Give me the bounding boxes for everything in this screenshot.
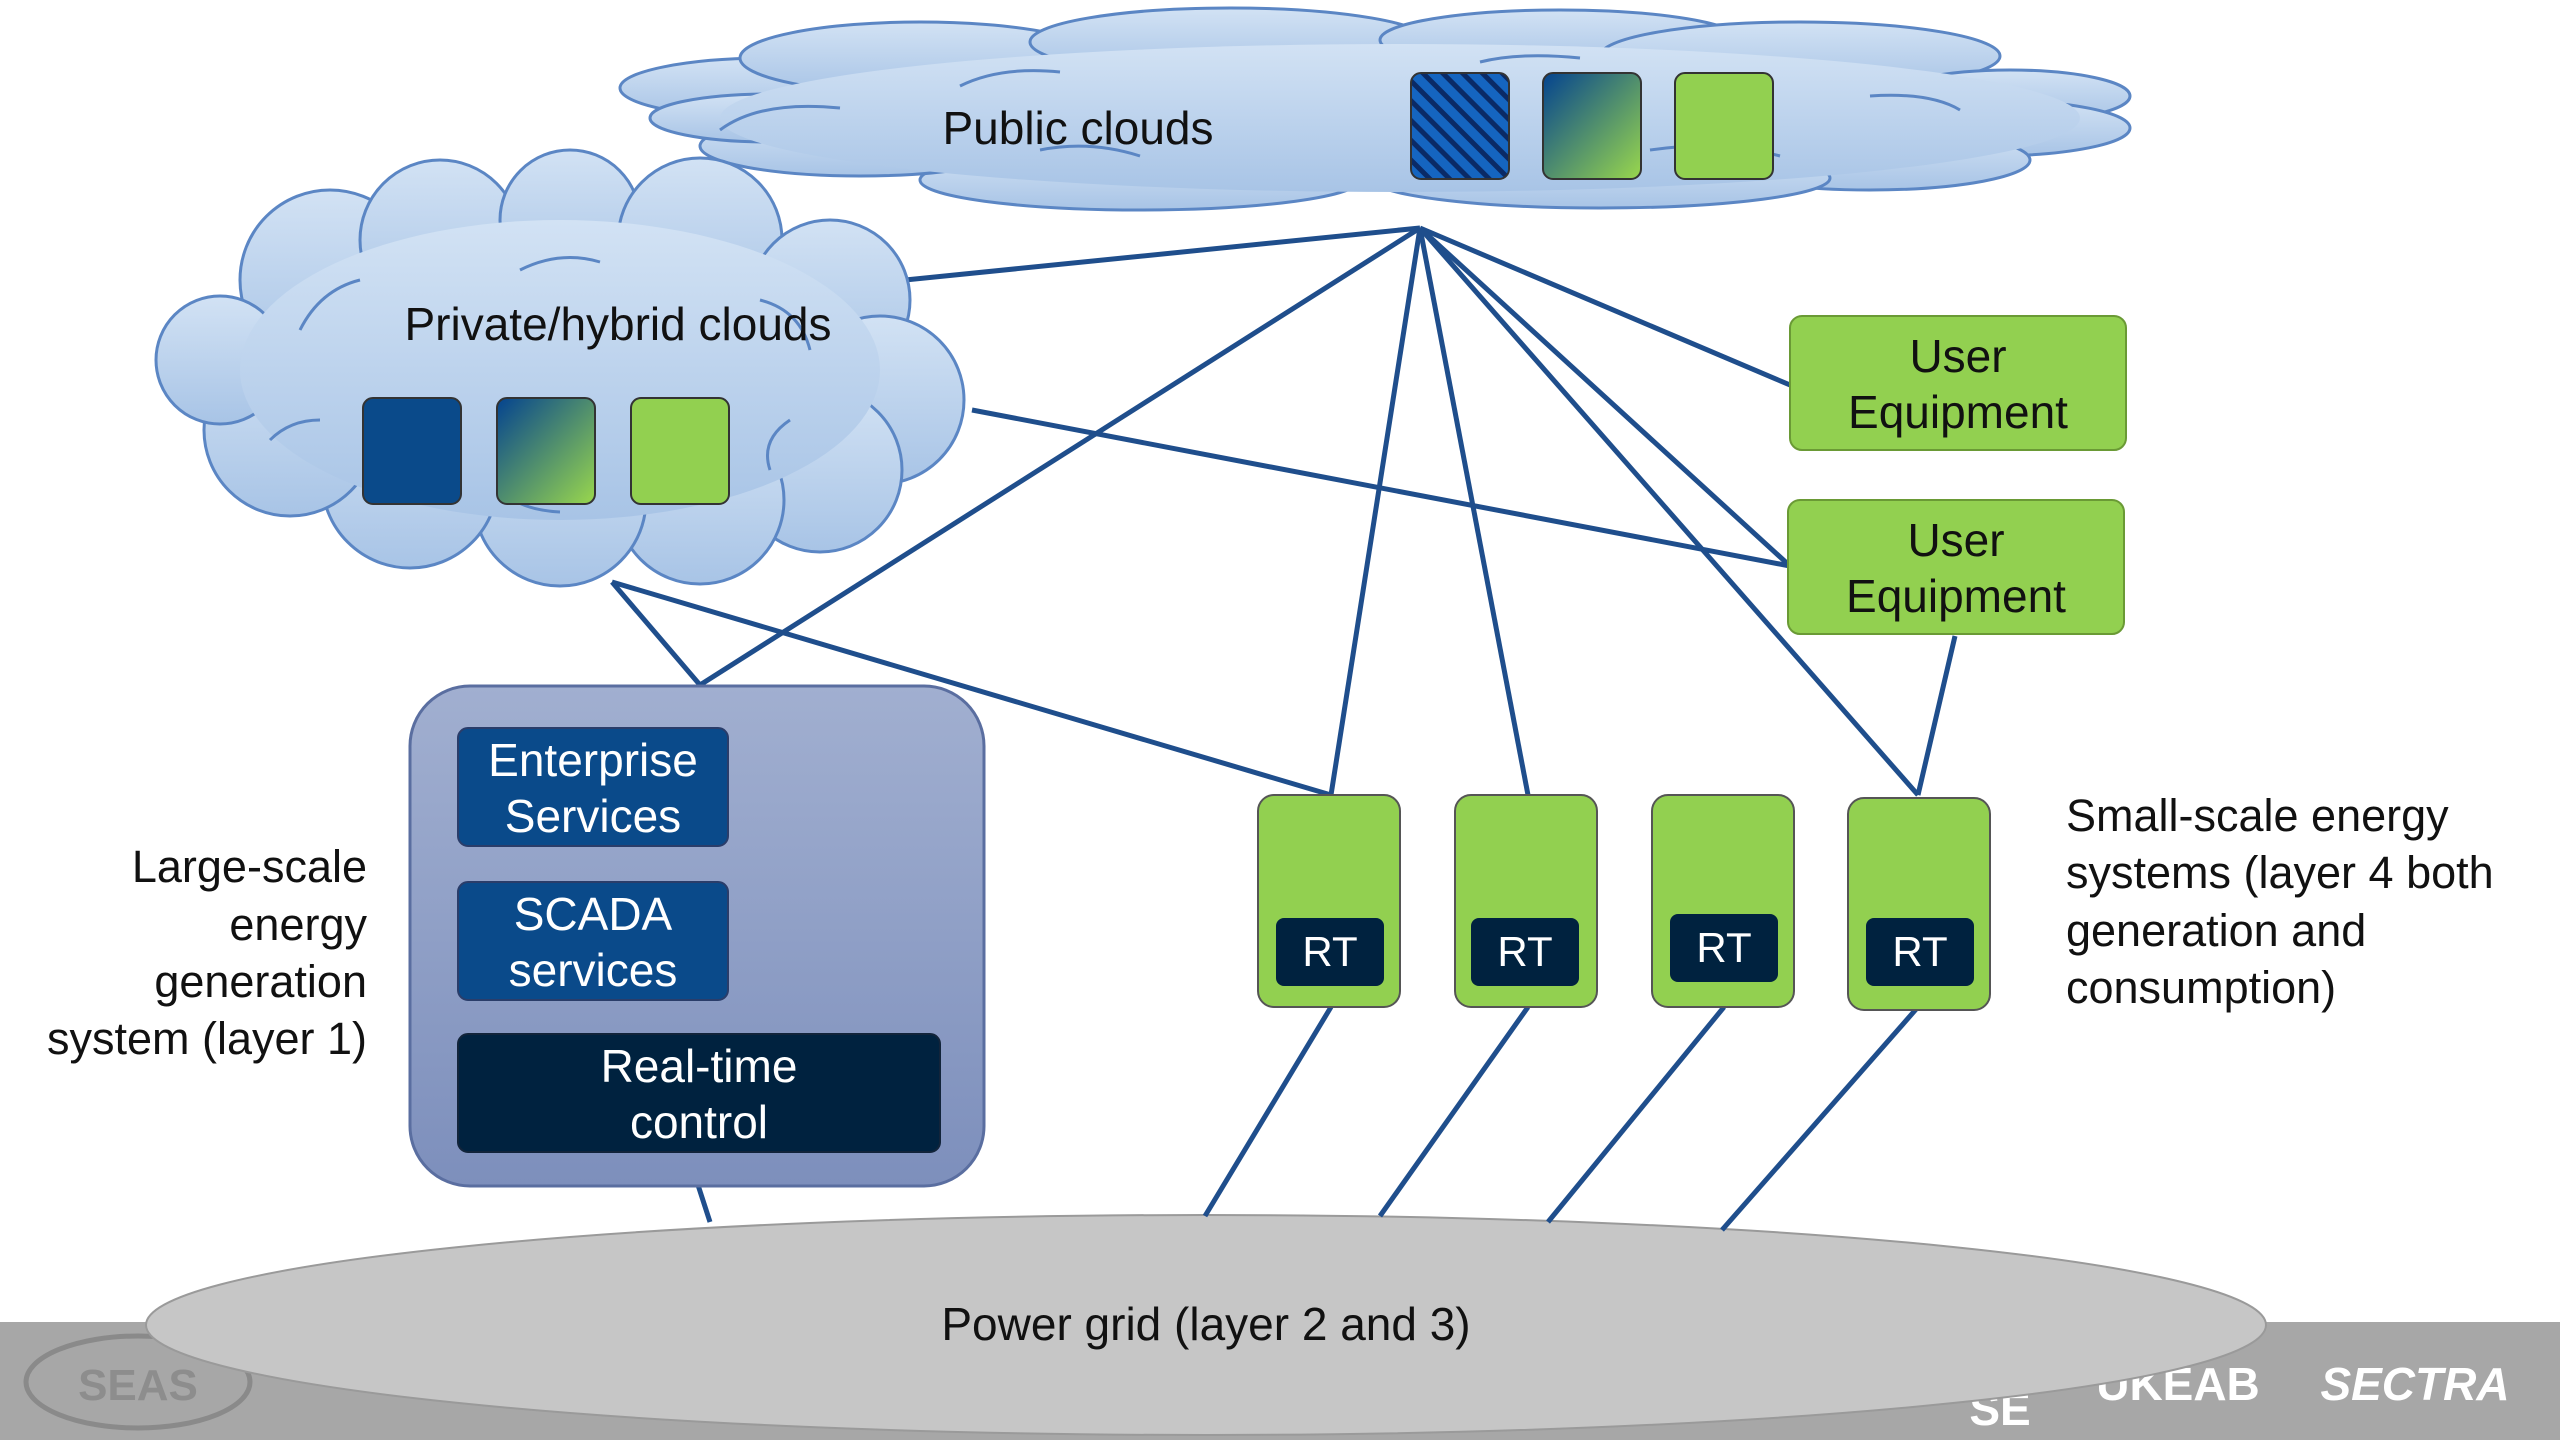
link-public-ue1 <box>1419 225 1791 388</box>
link-public-ue2 <box>1418 226 1792 568</box>
link-rt2-grid <box>1377 1005 1531 1218</box>
rt-unit-3: RT <box>1651 794 1795 1008</box>
realtime-line2: control <box>630 1096 768 1148</box>
realtime-line1: Real-time <box>601 1040 798 1092</box>
rt2-label: RT <box>1497 928 1552 975</box>
rt-unit-4: RT <box>1847 797 1991 1011</box>
private-service-mixed <box>496 397 596 505</box>
ue1-line2: Equipment <box>1848 386 2068 438</box>
small-caption-line2: systems (layer 4 both <box>2066 847 2494 898</box>
link-rt1-grid <box>1202 1005 1334 1218</box>
link-rt4-grid <box>1720 1005 1920 1232</box>
public-cloud: Public clouds <box>618 6 2132 212</box>
large-system-caption: Large-scale energy generation system (la… <box>47 841 368 1064</box>
public-service-green <box>1674 72 1774 180</box>
small-caption-line3: generation and <box>2066 905 2366 956</box>
private-service-green <box>630 397 730 505</box>
private-service-navy <box>362 397 462 505</box>
large-caption-line2: energy <box>229 899 367 950</box>
scada-line2: services <box>509 944 678 996</box>
link-public-private <box>884 225 1421 285</box>
public-cloud-label: Public clouds <box>942 102 1213 154</box>
rt-unit-1: RT <box>1257 794 1401 1008</box>
private-cloud-label: Private/hybrid clouds <box>405 298 832 350</box>
enterprise-services-box <box>457 727 729 847</box>
small-caption-line4: consumption) <box>2066 962 2336 1013</box>
realtime-control-box <box>457 1033 941 1153</box>
power-grid-label: Power grid (layer 2 and 3) <box>941 1298 1470 1350</box>
scada-line1: SCADA <box>514 888 673 940</box>
rt3-label: RT <box>1696 924 1751 971</box>
rt4-label: RT <box>1892 928 1947 975</box>
large-caption-line3: generation <box>154 956 367 1007</box>
link-public-rt4 <box>1418 226 1920 797</box>
public-service-hatched <box>1410 72 1510 180</box>
scada-services-box <box>457 881 729 1001</box>
public-service-mixed <box>1542 72 1642 180</box>
user-equipment-1: User Equipment <box>1789 315 2127 451</box>
rt-unit-2: RT <box>1454 794 1598 1008</box>
enterprise-line2: Services <box>505 790 681 842</box>
footer-logo-sectra: SECTRA <box>2320 1358 2509 1410</box>
private-cloud: Private/hybrid clouds <box>154 148 966 588</box>
link-private-ue2 <box>971 407 1791 569</box>
small-caption-line1: Small-scale energy <box>2066 790 2449 841</box>
rt1-label: RT <box>1302 928 1357 975</box>
user-equipment-2: User Equipment <box>1787 499 2125 635</box>
link-private-rt1 <box>611 579 1332 798</box>
link-public-rt2 <box>1417 227 1531 796</box>
link-public-large <box>698 225 1422 688</box>
ue2-line2: Equipment <box>1846 570 2066 622</box>
seas-logo: SEAS <box>23 1333 253 1431</box>
small-system-caption: Small-scale energy systems (layer 4 both… <box>2066 790 2494 1013</box>
large-scale-system: Enterprise Services SCADA services Real-… <box>408 684 986 1188</box>
large-caption-line4: system (layer 1) <box>47 1013 367 1064</box>
link-rt3-grid <box>1546 1005 1726 1224</box>
link-public-rt1 <box>1328 227 1423 796</box>
ue2-line1: User <box>1907 514 2004 566</box>
link-large-grid <box>695 1184 713 1223</box>
seas-logo-text: SEAS <box>78 1361 198 1410</box>
link-ue2-rt4 <box>1915 635 1958 796</box>
link-private-large <box>610 580 702 687</box>
enterprise-line1: Enterprise <box>488 734 698 786</box>
large-caption-line1: Large-scale <box>132 841 367 892</box>
ue1-line1: User <box>1909 330 2006 382</box>
connections <box>610 225 1958 1232</box>
